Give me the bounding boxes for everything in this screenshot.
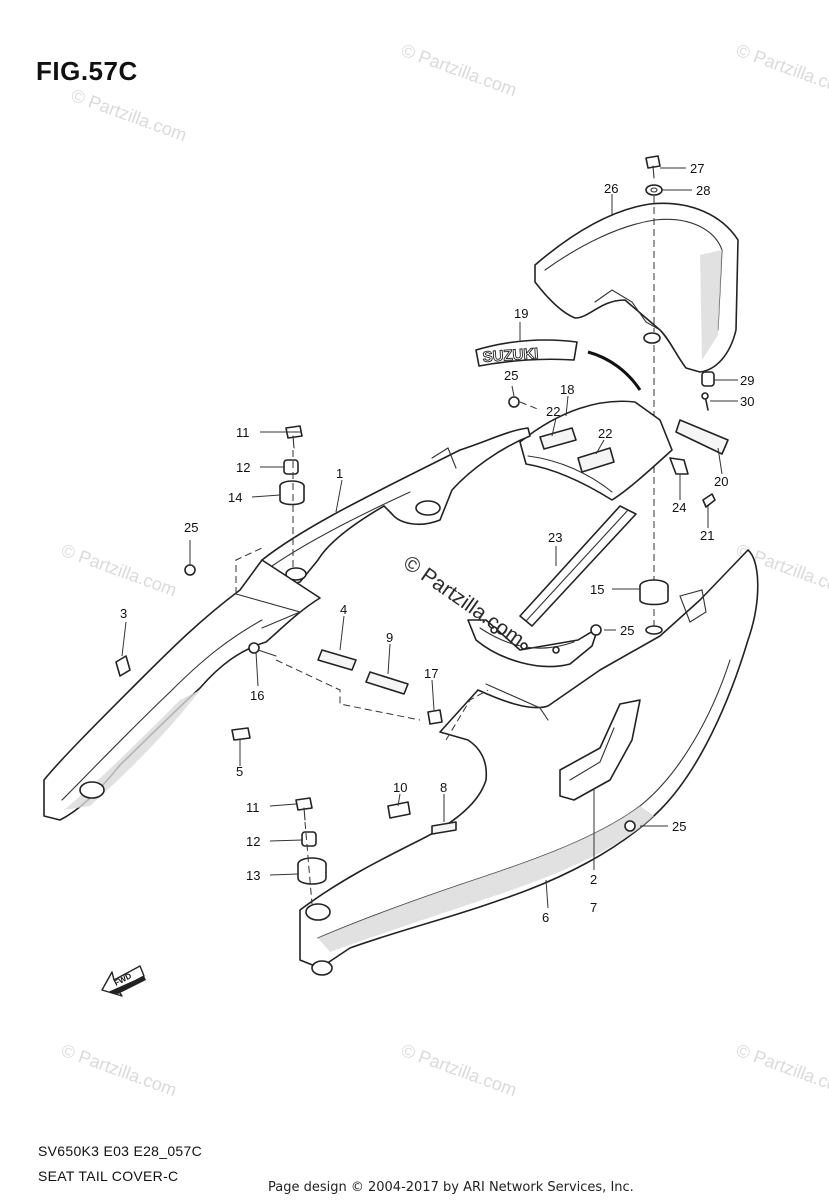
part-26-seat-cowl [534,202,739,373]
watermark-top-middle: © Partzilla.com [399,40,520,100]
part-15-grommet [639,579,669,635]
part-9-decal [365,671,409,695]
part-11-bolt-lower [295,797,313,821]
part-20-rubber-strip [675,419,729,455]
part-8-decal [431,821,457,835]
callouts: 1 2 3 4 5 6 7 8 9 10 11 11 12 12 13 14 1… [120,161,754,925]
part-18-cover-plate [519,400,673,501]
part-30-screw [701,392,709,411]
callout-14: 14 [228,490,242,505]
callout-22-left: 22 [546,404,560,419]
callout-22-right: 22 [598,426,612,441]
callout-29: 29 [740,373,754,388]
part-4-decal [317,649,357,671]
watermark-bottom-left: © Partzilla.com [59,1040,180,1100]
part-25-screw-d [624,820,636,832]
callout-10: 10 [393,780,407,795]
callout-11-upper: 11 [236,425,250,440]
callout-25-middle: 25 [620,623,634,638]
diagram-name: SEAT TAIL COVER-C [38,1168,179,1184]
callout-24: 24 [672,500,686,515]
callout-2: 2 [590,872,597,887]
part-12-collar-lower [301,831,317,847]
part-25-screw-a [508,396,520,408]
callout-13: 13 [246,868,260,883]
part-27-bolt [645,155,661,179]
part-12-collar-upper [283,459,299,475]
part-2-decal [559,699,641,801]
callout-18: 18 [560,382,574,397]
callout-15: 15 [590,582,604,597]
callout-19: 19 [514,306,528,321]
callout-9: 9 [386,630,393,645]
part-11-bolt-upper [285,425,303,449]
callout-30: 30 [740,394,754,409]
assembly-lines [235,401,541,905]
watermark-bottom-middle: © Partzilla.com [399,1040,520,1100]
callout-25-top: 25 [504,368,518,383]
callout-6: 6 [542,910,549,925]
callout-28: 28 [696,183,710,198]
part-14-grommet [279,480,305,506]
part-17-clip [427,709,443,725]
watermark-mid-left: © Partzilla.com [59,540,180,600]
part-16-bolt [248,642,277,657]
callout-25-bottom: 25 [672,819,686,834]
watermarks: © Partzilla.com © Partzilla.com © Partzi… [59,40,829,1100]
part-23-strap [519,505,637,627]
part-25-screw-b [184,564,196,576]
callout-12-upper: 12 [236,460,250,475]
part-22-strip-right [577,447,615,473]
part-25-screw-c [590,624,602,636]
part-3-left-tail-cover [43,559,321,821]
part-1-left-side-rail [261,427,531,591]
part-28-washer [645,184,663,196]
watermark-center: © Partzilla.com [399,551,528,651]
part-6-right-tail-cover [299,549,759,976]
callout-11-lower: 11 [246,800,260,815]
diagram-code: SV650K3 E03 E28_057C [38,1143,203,1159]
callout-16: 16 [250,688,264,703]
callout-1: 1 [336,466,343,481]
fwd-arrow: FWD [101,965,146,997]
figure-title: FIG.57C [36,56,138,86]
part-13-grommet [297,857,327,885]
part-29-spacer [701,371,715,387]
callout-3: 3 [120,606,127,621]
callout-20: 20 [714,474,728,489]
callout-23: 23 [548,530,562,545]
part-21-small-piece [702,493,716,508]
watermark-top-right: © Partzilla.com [734,40,829,100]
leader-lines [121,167,738,909]
watermark-bottom-right: © Partzilla.com [734,1040,829,1100]
part-22-strip-left [539,427,577,450]
callout-7: 7 [590,900,597,915]
watermark-top-left: © Partzilla.com [69,85,190,145]
callout-8: 8 [440,780,447,795]
callout-21: 21 [700,528,714,543]
emblem-text: SUZUKI [482,345,539,366]
part-24-clip [669,457,689,475]
part-10-decal [387,801,411,819]
callout-12-lower: 12 [246,834,260,849]
copyright-notice: Page design © 2004-2017 by ARI Network S… [268,1180,634,1195]
callout-25-left: 25 [184,520,198,535]
callout-27: 27 [690,161,704,176]
under-tray [467,619,599,668]
part-3-decal [115,655,131,677]
part-19-emblem: SUZUKI [475,339,578,367]
callout-4: 4 [340,602,347,617]
callout-5: 5 [236,764,243,779]
emblem-arc [587,350,642,391]
callout-26: 26 [604,181,618,196]
part-5-decal [231,727,251,741]
callout-17: 17 [424,666,438,681]
